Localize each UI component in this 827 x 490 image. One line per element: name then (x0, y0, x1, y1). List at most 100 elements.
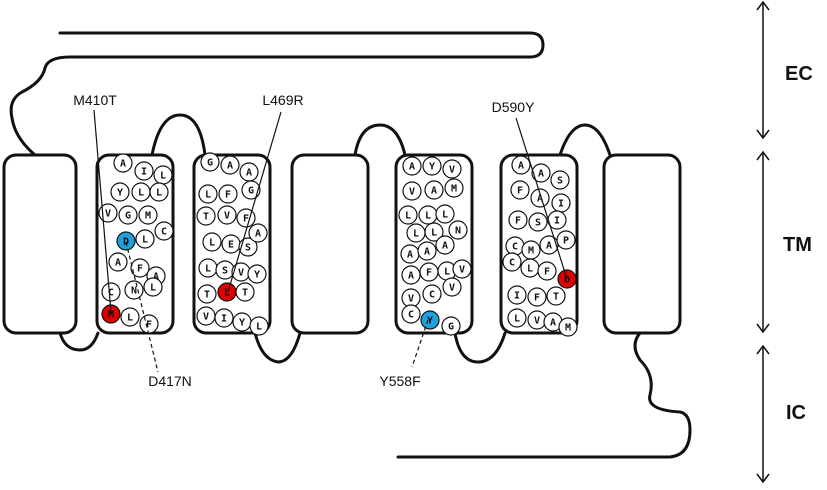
residue-circle (531, 163, 551, 183)
region-label-ec: EC (785, 63, 813, 85)
residue-letter: A (431, 186, 437, 197)
residue-letter: C (509, 258, 515, 269)
ic-arrowhead-bottom (756, 473, 770, 484)
residue-circle (442, 277, 462, 297)
region-label-ic: IC (786, 402, 806, 424)
residue-letter: N (455, 226, 461, 237)
residue-letter: M (528, 246, 534, 257)
residue-letter: A (538, 169, 544, 180)
residue-circle (507, 308, 527, 328)
residue-letter: I (221, 314, 227, 325)
residue-letter: L (156, 188, 162, 199)
residue-circle (197, 284, 217, 304)
region-label-tm: TM (783, 234, 812, 256)
residue-circle (248, 223, 268, 243)
residue-circle (530, 188, 550, 208)
residue-letter: A (246, 168, 252, 179)
residue-circle (149, 182, 169, 202)
residue-letter: V (459, 265, 465, 276)
residue-letter: L (256, 322, 262, 333)
residue-letter: L (514, 314, 520, 325)
helix-box (602, 153, 682, 335)
residue-letter: Y (117, 188, 123, 199)
residue-circle (424, 180, 444, 200)
residue-letter: A (255, 229, 261, 240)
residue-letter: L (442, 210, 448, 221)
residue-circle (138, 205, 158, 225)
residue-letter: L (444, 267, 450, 278)
residue-circle (442, 159, 462, 179)
residue-letter: L (413, 229, 419, 240)
residue-letter: F (146, 320, 152, 331)
residue-letter: G (248, 186, 254, 197)
mutant-residue-circle (420, 310, 440, 330)
residue-letter: V (449, 165, 455, 176)
residue-circle (537, 261, 557, 281)
residue-letter: V (449, 283, 455, 294)
residue-letter: Y (254, 270, 260, 281)
residue-circle (249, 316, 269, 336)
residue-letter: L (150, 283, 156, 294)
region-axis (756, 0, 770, 484)
residue-letter: S (557, 176, 563, 187)
residue-letter: F (544, 267, 550, 278)
residue-letter: S (245, 243, 251, 254)
pointer-m410t (93, 109, 112, 314)
residue-letter: V (203, 312, 209, 323)
residue-letter: A (409, 162, 415, 173)
residue-circle (435, 235, 455, 255)
residue-letter: L (431, 228, 437, 239)
ic-arrowhead-top (756, 344, 770, 355)
residue-circle (402, 181, 422, 201)
residue-letter: A (153, 272, 159, 283)
mutation-labels: M410T D417N L469R Y558F D590Y (73, 92, 535, 389)
mutant-residue-circle (101, 304, 121, 324)
residue-circle (508, 210, 528, 230)
residue-circle (511, 155, 531, 175)
residue-circle (235, 282, 255, 302)
mutation-label: L469R (262, 92, 303, 108)
helix-tm4 (290, 153, 370, 335)
residue-circle (417, 241, 437, 261)
pointer-d590y (515, 117, 568, 280)
residue-letter: A (407, 250, 413, 261)
tm-arrowhead-top (756, 150, 770, 161)
residue-circle (422, 284, 442, 304)
residue-circle (143, 277, 163, 297)
residue-letter: V (409, 187, 415, 198)
residue-letter: L (205, 264, 211, 275)
residue-letter: A (550, 318, 556, 329)
residue-circle (401, 304, 421, 324)
residue-circle (130, 258, 150, 278)
residue-letter: A (442, 241, 448, 252)
residue-circle (247, 264, 267, 284)
residue-circle (108, 252, 128, 272)
residue-letter: V (534, 316, 540, 327)
residue-letter: G (125, 211, 131, 222)
loop-ec-1 (150, 113, 207, 157)
residue-letter: T (242, 288, 248, 299)
mutation-label: Y558F (379, 373, 420, 389)
residue-circle (238, 237, 258, 257)
residue-letter: P (563, 236, 569, 247)
residue-circle (422, 156, 442, 176)
residue-circle (198, 184, 218, 204)
residue-circle (220, 155, 240, 175)
residue-letter: L (527, 264, 533, 275)
residue-circle (435, 204, 455, 224)
residue-letter: I (141, 167, 147, 178)
residue-letter: M (451, 184, 457, 195)
residue-circle (528, 212, 548, 232)
loop-ec-3 (558, 123, 612, 157)
mutant-residue-circle (116, 231, 136, 251)
residue-letter: M (108, 310, 114, 321)
loop-ec-2 (353, 123, 407, 157)
mutation-pointers (93, 109, 568, 373)
residue-letter: T (204, 290, 210, 301)
residue-letter: F (243, 214, 249, 225)
